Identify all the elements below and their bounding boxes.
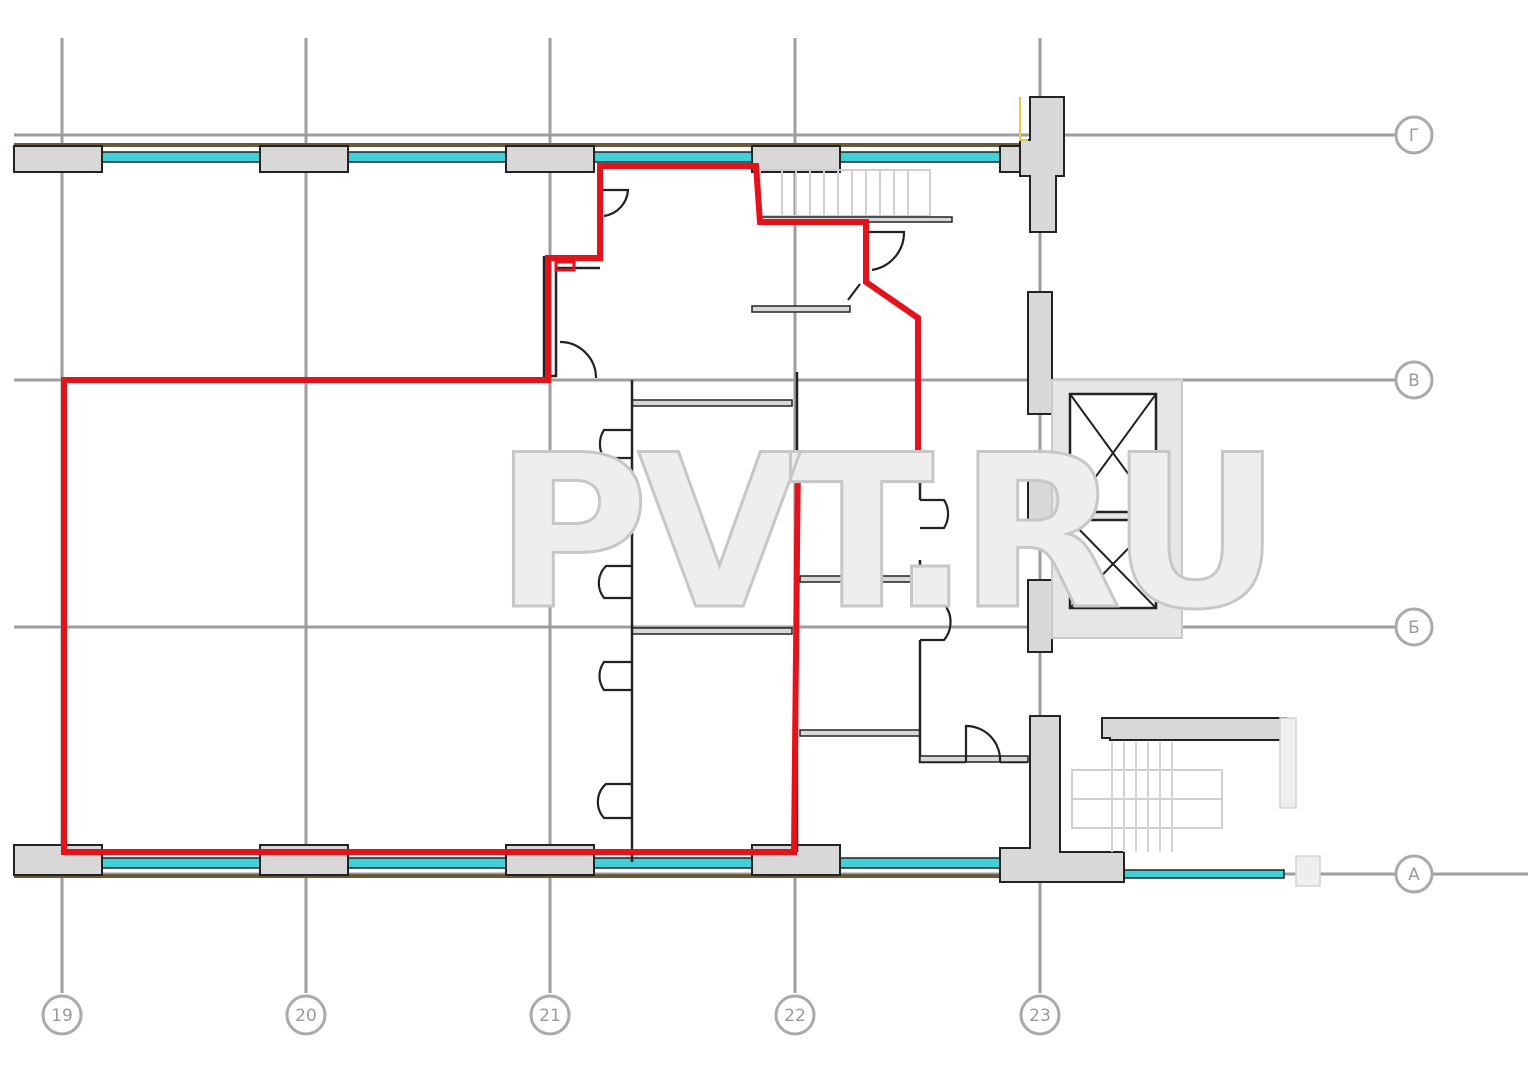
elevator-car-2-cross-b: [1069, 519, 1157, 609]
axis-label-v: В: [1408, 371, 1420, 391]
partition-cross-wall: [631, 399, 793, 407]
axis-label-b: Б: [1408, 618, 1420, 638]
window-top-3: [593, 151, 753, 163]
axis-label-23: 23: [1029, 1006, 1051, 1026]
staircase-side-wall: [1279, 717, 1297, 809]
door-11: [964, 724, 1002, 763]
pier-top-1: [13, 145, 103, 173]
staircase-top-flight: [759, 169, 931, 217]
door-1: [600, 188, 630, 218]
partition-upper-corridor: [751, 305, 851, 313]
axis-labels-vertical: 19 20 21 22 23: [51, 1006, 1051, 1026]
axis-bubble-b: [1394, 607, 1434, 647]
axis-bubble-20: [285, 994, 327, 1036]
door-6: [597, 564, 632, 600]
window-top-1: [101, 151, 261, 163]
door-9: [920, 498, 950, 530]
rental-area-boundary: [61, 163, 921, 855]
bottom-wall-outer-line: [14, 874, 1284, 878]
staircase-wall: [1101, 717, 1287, 741]
axis-label-21: 21: [539, 1006, 561, 1026]
staircase-lower-right: [1071, 717, 1321, 887]
axis-label-a: А: [1408, 865, 1420, 885]
axis-bubble-19: [41, 994, 83, 1036]
partition-right-2: [799, 729, 921, 737]
axis-bubbles-vertical: [41, 994, 1061, 1036]
door-2: [866, 230, 906, 272]
axis-label-22: 22: [784, 1006, 806, 1026]
partition-small-room: [542, 256, 600, 378]
partition-right-corridor: [918, 458, 1028, 764]
axis-labels-horizontal: Г В Б А: [1408, 126, 1420, 885]
axis-label-20: 20: [295, 1006, 317, 1026]
pier-top-4: [751, 145, 841, 173]
axis-label-g: Г: [1409, 126, 1419, 146]
door-5: [598, 428, 632, 460]
column-23-top-pier: [1019, 96, 1065, 233]
interior-partitions: [542, 256, 1029, 862]
window-top-4: [839, 151, 1001, 163]
door-leaf-top: [1019, 97, 1028, 141]
door-3: [847, 283, 861, 301]
pier-bottom-5: [999, 715, 1125, 883]
window-bottom-3: [593, 857, 753, 869]
doors: [559, 188, 1002, 820]
axis-bubble-v: [1394, 360, 1434, 400]
elevator-shaft: [1051, 379, 1183, 639]
window-bottom-5: [1123, 869, 1285, 879]
staircase-top-treads: [781, 170, 909, 216]
bottom-exterior-wall: [13, 715, 1285, 883]
staircase-treads: [1111, 742, 1173, 852]
staircase-top: [759, 169, 953, 223]
top-exterior-wall: [13, 143, 1027, 173]
column-23-walls: [1019, 96, 1065, 653]
pier-top-3: [505, 145, 595, 173]
watermark-logo: PVT.RU: [494, 409, 1270, 656]
axis-bubble-a: [1394, 854, 1434, 894]
door-7: [598, 660, 632, 692]
axis-label-19: 19: [51, 1006, 73, 1026]
door-8: [596, 782, 632, 820]
staircase-landing: [1295, 855, 1321, 887]
axis-bubble-22: [774, 994, 816, 1036]
window-bottom-1: [101, 857, 261, 869]
elevator-car-1-cross-b: [1069, 393, 1157, 513]
column-23-pier-4: [1027, 579, 1053, 653]
partition-landing-wall: [919, 755, 1029, 763]
boundary-corner-mark: [554, 260, 576, 272]
window-top-2: [347, 151, 507, 163]
window-bottom-2: [347, 857, 507, 869]
axis-bubble-g: [1394, 115, 1434, 155]
axis-bubble-21: [529, 994, 571, 1036]
window-bottom-4: [839, 857, 1001, 869]
axis-bubble-23: [1019, 994, 1061, 1036]
door-10: [920, 602, 952, 642]
column-23-pier-2: [1027, 291, 1053, 415]
door-4: [559, 340, 598, 379]
pier-top-2: [259, 145, 349, 173]
axis-bubbles-horizontal: [1394, 115, 1434, 894]
